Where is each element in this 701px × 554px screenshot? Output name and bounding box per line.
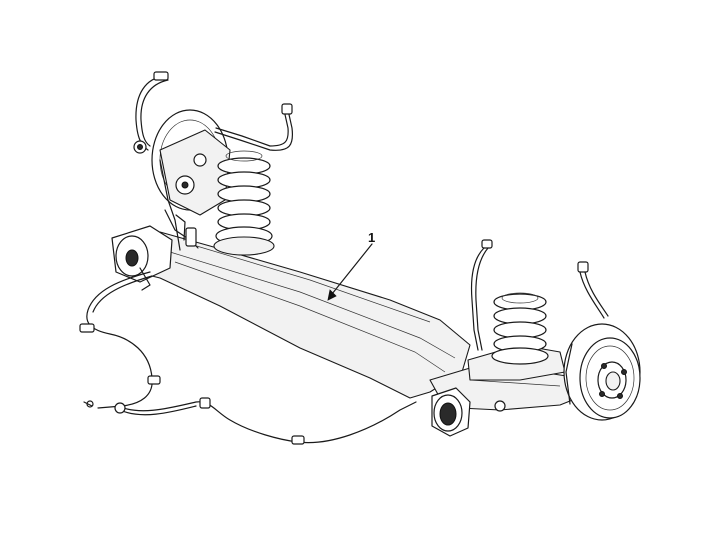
left-sensor-wire <box>159 159 186 251</box>
left-coil-spring <box>213 150 275 256</box>
callout-1: 1 <box>327 230 375 301</box>
right-brake-drum <box>563 323 641 421</box>
torsion-beam <box>117 231 471 399</box>
right-coil-spring <box>491 292 549 365</box>
callout-1-label: 1 <box>368 230 375 245</box>
parking-brake-cable <box>79 271 417 445</box>
right-brake-hose <box>470 239 609 351</box>
left-brake-hose <box>133 71 294 154</box>
left-trailing-arm-bushing <box>111 225 173 291</box>
left-brake-drum <box>151 109 231 249</box>
